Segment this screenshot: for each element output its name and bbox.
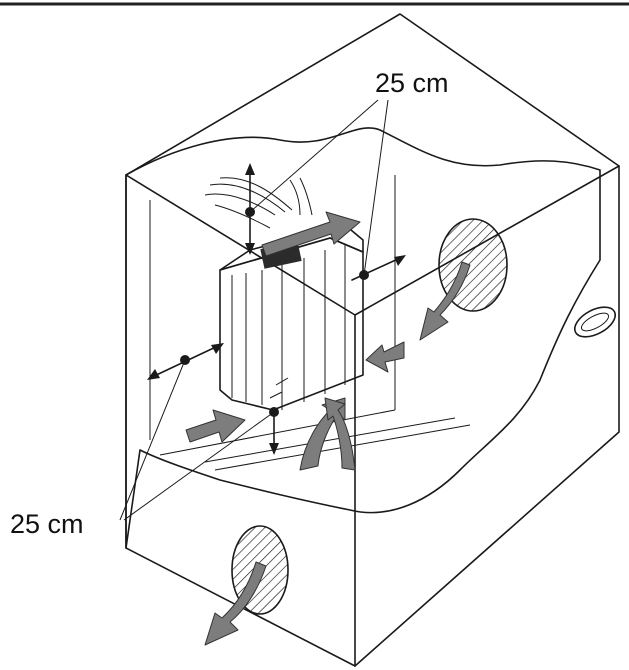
airflow-arrow-left-intake	[185, 409, 246, 443]
heater-unit	[219, 224, 364, 411]
clearance-markers	[147, 163, 406, 455]
lower-vent-arrow	[204, 561, 267, 646]
airflow-arrows	[185, 211, 405, 471]
leader-lines	[119, 99, 389, 521]
lower-vent	[204, 525, 289, 646]
door-handle	[573, 306, 617, 338]
top-clearance-label: 25 cm	[375, 68, 449, 98]
airflow-arrow-right-intake	[365, 341, 405, 373]
cutaway-opening	[125, 127, 601, 549]
upper-vent-arrow	[419, 261, 471, 341]
cabin-outline	[125, 13, 620, 667]
upper-vent	[419, 218, 508, 341]
bottom-clearance-label: 25 cm	[10, 509, 84, 539]
airflow-arrow-top	[261, 211, 361, 257]
airflow-arrow-bottom-intake-2	[324, 397, 356, 471]
cables	[204, 177, 313, 229]
